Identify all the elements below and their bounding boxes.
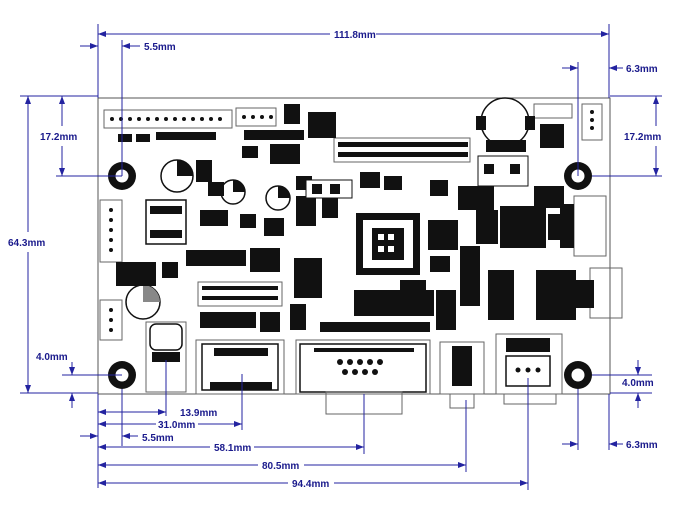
capacitor-1 (160, 159, 194, 193)
ribbon-connector-center (197, 281, 283, 307)
top-hole-offset-top-right-label: 17.2mm (624, 132, 661, 143)
coin-battery (476, 97, 535, 147)
dim-audio-center: 80.5mm (98, 461, 466, 472)
capacitor-4 (125, 284, 161, 320)
dim-bottom-hole-offset-left: 4.0mm (36, 352, 122, 408)
hdmi-center-label: 31.0mm (158, 420, 195, 431)
dim-hdmi-center: 31.0mm (98, 420, 242, 431)
vga-connector (295, 339, 431, 415)
top-right-pin-header (533, 103, 603, 141)
dim-top-hole-offset-right: 6.3mm (562, 62, 658, 176)
bottom-hole-offset-left-label: 4.0mm (36, 352, 68, 363)
dc-jack-center-label: 13.9mm (180, 408, 217, 419)
top-pin-header-small (235, 107, 277, 127)
dim-dc-jack-center: 13.9mm (98, 408, 217, 419)
dim-bottom-hole-offset-right: 4.0mm (592, 360, 654, 408)
audio-center-label: 80.5mm (262, 461, 299, 472)
bottom-hole-offset-right-x-label: 6.3mm (626, 440, 658, 451)
overall-width-label: 111.8mm (334, 30, 376, 41)
dim-bottom-hole-offset-left-x: 5.5mm (80, 433, 174, 444)
right-usb-stack (570, 267, 623, 319)
overall-height-label: 64.3mm (8, 238, 45, 249)
dim-top-hole-offset-top-right: 17.2mm (592, 95, 662, 177)
dim-top-hole-offset-top-left: 17.2mm (40, 96, 122, 177)
dim-top-hole-offset-left: 5.5mm (80, 40, 176, 176)
top-hole-offset-top-left-label: 17.2mm (40, 132, 77, 143)
usb-center-label: 94.4mm (292, 479, 329, 490)
top-hole-offset-left-label: 5.5mm (144, 42, 176, 53)
dim-vga-center: 58.1mm (98, 443, 364, 454)
dim-bottom-hole-offset-right-x: 6.3mm (562, 440, 658, 451)
bottom-hole-offset-left-x-label: 5.5mm (142, 433, 174, 444)
dim-bottom-chain (97, 360, 610, 490)
smd-components (116, 104, 576, 332)
dim-overall-width: 111.8mm (97, 24, 610, 98)
mounting-hole-bottom-right (564, 361, 592, 389)
vga-center-label: 58.1mm (214, 443, 251, 454)
inductor (145, 199, 187, 245)
capacitor-2 (220, 179, 246, 205)
main-ic-chip (356, 213, 420, 275)
bottom-hole-offset-right-label: 4.0mm (622, 378, 654, 389)
top-pin-header-left (103, 109, 233, 129)
usb-connector (495, 333, 563, 405)
dim-overall-height: 64.3mm (8, 95, 98, 394)
center-pin-header (333, 137, 471, 163)
hdmi-connector (195, 339, 285, 395)
dim-usb-center: 94.4mm (98, 479, 528, 490)
left-side-connector-lower (99, 299, 123, 341)
left-side-connector-upper (99, 199, 123, 263)
top-hole-offset-right-label: 6.3mm (626, 64, 658, 75)
capacitor-3 (265, 185, 291, 211)
audio-jack (439, 341, 485, 409)
